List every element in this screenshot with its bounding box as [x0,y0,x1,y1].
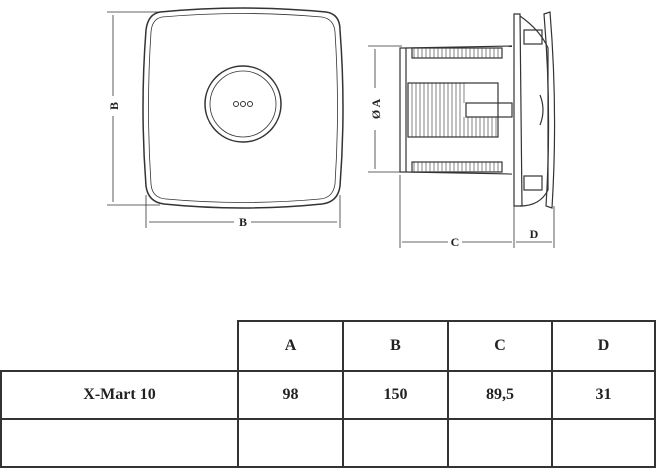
dimensions-table: A B C D X-Mart 10 98 150 89,5 31 [0,320,656,468]
indicator-dot [233,101,239,107]
value-a: 98 [237,370,344,420]
header-d: D [551,320,656,372]
fan-technical-drawing: B B Ø A C D [107,7,556,249]
value-c: 89,5 [447,370,553,420]
side-view [399,11,556,209]
front-view [142,7,344,209]
empty-corner-cell [1,321,239,372]
label-diameter-a: Ø A [369,99,383,120]
table-header-row: A B C D [1,320,656,372]
value-d: 31 [551,370,656,420]
label-c: C [451,235,460,249]
table-row: X-Mart 10 98 150 89,5 31 [0,370,656,420]
header-a: A [237,320,344,372]
table-row-partial [0,418,656,468]
value-b: 150 [342,370,449,420]
header-c: C [447,320,553,372]
dimension-b [107,11,341,228]
label-b-vertical: B [107,102,121,110]
label-b-horizontal: B [239,215,247,229]
model-name: X-Mart 10 [0,370,239,420]
label-d: D [530,227,539,241]
dimension-lines-side [368,45,555,248]
header-b: B [342,320,449,372]
